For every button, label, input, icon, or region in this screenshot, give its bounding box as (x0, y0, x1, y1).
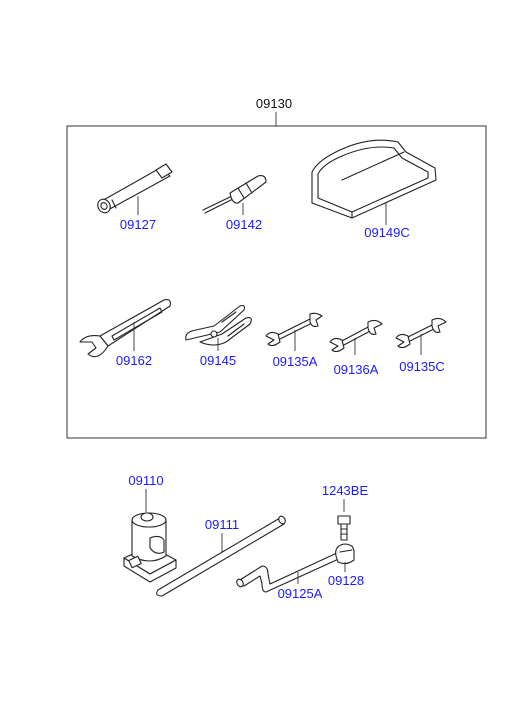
socket-wrench-label[interactable]: 09127 (120, 217, 156, 232)
spanner-a-label[interactable]: 09135A (273, 354, 318, 369)
clip-label[interactable]: 09128 (328, 573, 364, 588)
jack-handle-drawing[interactable] (156, 515, 287, 597)
jack-label[interactable]: 09110 (128, 473, 163, 488)
spanner-c-drawing[interactable] (395, 317, 447, 349)
spanner-c-label[interactable]: 09135C (399, 359, 445, 374)
socket-wrench-drawing[interactable] (95, 163, 173, 215)
crank-handle-drawing[interactable] (235, 545, 355, 593)
pliers-label[interactable]: 09145 (200, 353, 236, 368)
crank-handle-label[interactable]: 09125A (278, 586, 323, 601)
bottle-jack-drawing[interactable] (123, 512, 177, 583)
pliers-drawing[interactable] (185, 304, 252, 346)
screwdriver-label[interactable]: 09142 (226, 217, 262, 232)
clip-drawing[interactable] (335, 543, 355, 565)
adjustable-wrench-drawing[interactable] (79, 299, 171, 358)
adjustable-wrench-label[interactable]: 09162 (116, 353, 152, 368)
bolt-label[interactable]: 1243BE (322, 483, 369, 498)
group-number-label[interactable]: 09130 (256, 96, 292, 111)
spanner-b-label[interactable]: 09136A (334, 362, 379, 377)
spanner-a-drawing[interactable] (265, 312, 323, 347)
spanner-b-drawing[interactable] (329, 319, 383, 353)
tool-bag-drawing[interactable] (311, 139, 437, 219)
tool-kit-frame (66, 125, 487, 439)
bolt-drawing[interactable] (337, 515, 351, 541)
screwdriver-drawing[interactable] (202, 175, 267, 214)
jack-handle-label[interactable]: 09111 (205, 517, 239, 532)
tool-bag-label[interactable]: 09149C (364, 225, 410, 240)
